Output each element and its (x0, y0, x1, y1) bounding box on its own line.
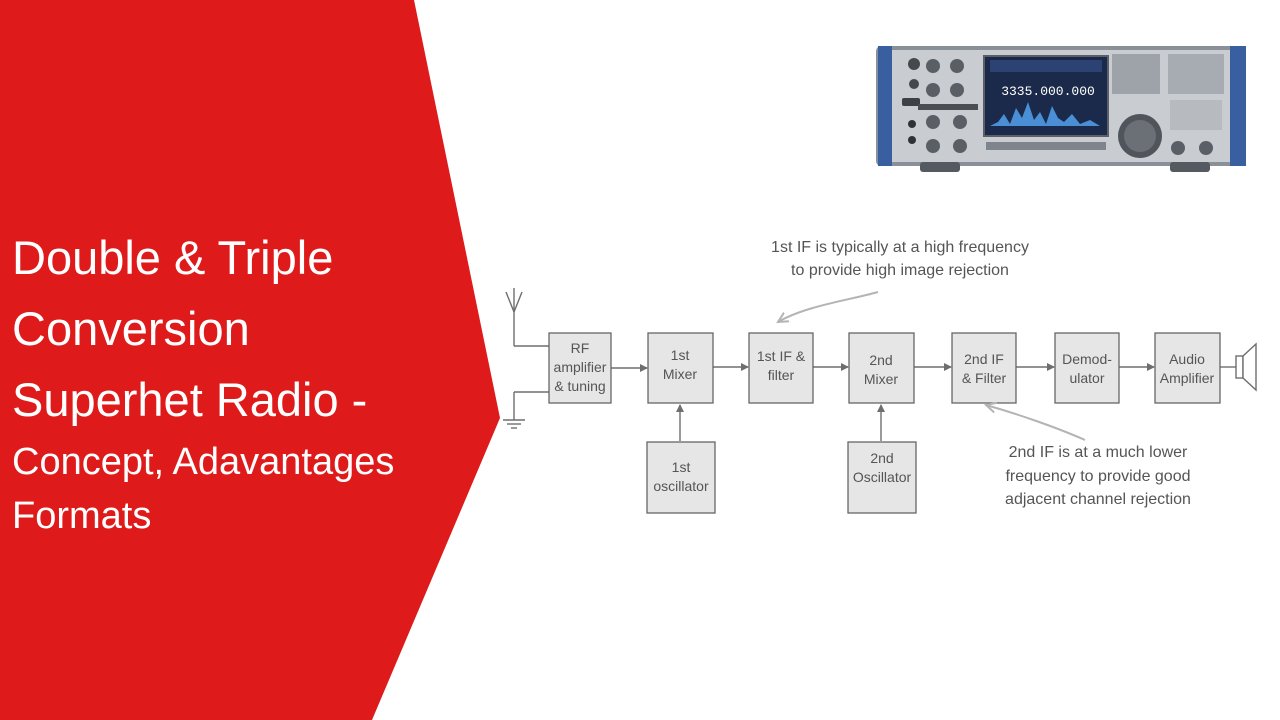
title-line-4: Concept, Adavantages (12, 441, 395, 483)
svg-text:2nd: 2nd (869, 352, 892, 368)
block-demodulator: Demod- ulator (1054, 332, 1120, 404)
block-1st-oscillator: 1st oscillator (646, 441, 716, 514)
ground-icon (503, 391, 549, 429)
svg-text:Mixer: Mixer (864, 371, 899, 387)
annotation-first-if: 1st IF is typically at a high frequency … (771, 239, 1029, 322)
antenna-icon (505, 288, 549, 347)
title-line-2: Conversion (12, 302, 250, 355)
annotation-second-if-line-1: 2nd IF is at a much lower (1009, 444, 1188, 461)
block-2nd-if-filter: 2nd IF & Filter (951, 332, 1017, 404)
svg-text:1st: 1st (671, 347, 690, 363)
radio-display-frequency: 3335.000.000 (1001, 84, 1095, 99)
svg-text:1st IF &: 1st IF & (757, 348, 806, 364)
block-rf-amplifier: RF amplifier & tuning (548, 332, 612, 404)
radio-receiver-image: 3335.000.000 (876, 46, 1246, 172)
svg-text:& Filter: & Filter (962, 370, 1007, 386)
block-2nd-oscillator: 2nd Oscillator (847, 441, 917, 514)
svg-text:oscillator: oscillator (653, 478, 709, 494)
block-1st-if-filter: 1st IF & filter (748, 332, 814, 404)
svg-text:Mixer: Mixer (663, 366, 698, 382)
svg-text:amplifier: amplifier (554, 359, 607, 375)
title-line-3: Superhet Radio - (12, 373, 368, 426)
annotation-second-if-line-2: frequency to provide good (1005, 468, 1190, 485)
svg-text:Amplifier: Amplifier (1160, 370, 1215, 386)
title-line-5: Formats (12, 495, 152, 537)
svg-text:& tuning: & tuning (554, 378, 605, 394)
svg-text:filter: filter (768, 367, 795, 383)
annotation-second-if-line-3: adjacent channel rejection (1005, 491, 1191, 508)
page-title: Double & Triple Conversion Superhet Radi… (12, 222, 492, 543)
svg-text:Audio: Audio (1169, 351, 1205, 367)
block-audio-amplifier: Audio Amplifier (1154, 332, 1221, 404)
speaker-icon (1235, 342, 1257, 392)
svg-text:2nd: 2nd (870, 450, 893, 466)
svg-text:1st: 1st (672, 459, 691, 475)
svg-text:RF: RF (571, 340, 590, 356)
svg-text:Oscillator: Oscillator (853, 469, 912, 485)
svg-text:ulator: ulator (1069, 370, 1104, 386)
svg-text:2nd IF: 2nd IF (964, 351, 1004, 367)
annotation-first-if-line-2: to provide high image rejection (791, 262, 1009, 279)
block-2nd-mixer: 2nd Mixer (848, 332, 915, 404)
annotation-second-if: 2nd IF is at a much lower frequency to p… (986, 405, 1191, 508)
title-line-1: Double & Triple (12, 231, 334, 284)
svg-text:Demod-: Demod- (1062, 351, 1112, 367)
annotation-first-if-line-1: 1st IF is typically at a high frequency (771, 239, 1029, 256)
block-1st-mixer: 1st Mixer (647, 332, 714, 404)
